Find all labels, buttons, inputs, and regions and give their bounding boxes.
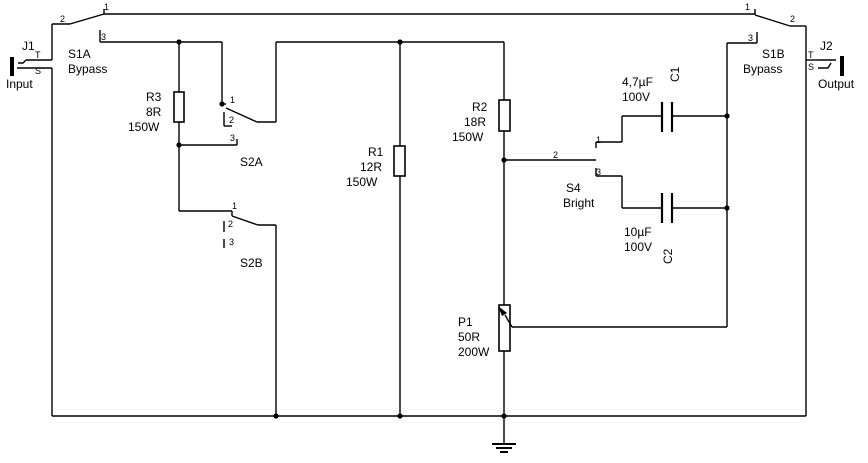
r1-value: 12R bbox=[360, 160, 382, 174]
s1b-pin-3: 3 bbox=[748, 33, 753, 43]
resistor-r2: R2 18R 150W bbox=[452, 42, 511, 305]
s2b-ref: S2B bbox=[240, 256, 263, 270]
r2-value: 18R bbox=[464, 115, 486, 129]
r1-ref: R1 bbox=[368, 145, 384, 159]
junction-r3-top bbox=[176, 39, 182, 45]
r3-power: 150W bbox=[128, 120, 160, 134]
s2a-ref: S2A bbox=[240, 155, 263, 169]
s1a-pin-2: 2 bbox=[60, 14, 65, 24]
input-jack: J1 T S Input bbox=[6, 24, 53, 91]
output-jack-label: Output bbox=[818, 77, 855, 91]
output-jack-ref: J2 bbox=[820, 39, 833, 53]
s1b-ref: S1B bbox=[762, 47, 785, 61]
s1a-pin-3: 3 bbox=[101, 32, 106, 42]
c1-ref: C1 bbox=[668, 66, 682, 82]
c2-ref: C2 bbox=[661, 248, 675, 264]
junction-ground-r1 bbox=[397, 413, 403, 419]
input-jack-sleeve: S bbox=[35, 66, 41, 76]
p1-power: 200W bbox=[458, 345, 490, 359]
s2a-pin-2: 2 bbox=[229, 115, 234, 125]
switch-s4: 2 1 3 S4 Bright bbox=[504, 115, 662, 210]
c1-voltage: 100V bbox=[622, 90, 650, 104]
junction-ground-s2b bbox=[273, 413, 279, 419]
input-jack-label: Input bbox=[6, 77, 33, 91]
s4-name: Bright bbox=[563, 196, 595, 210]
ground-symbol bbox=[492, 416, 516, 453]
s2b-pin-3: 3 bbox=[229, 237, 234, 247]
s1a-name: Bypass bbox=[68, 62, 107, 76]
input-jack-ref: J1 bbox=[22, 39, 35, 53]
capacitor-c1: 4,7µF 100V C1 bbox=[622, 66, 727, 132]
r2-power: 150W bbox=[452, 130, 484, 144]
output-jack-sleeve: S bbox=[808, 62, 814, 72]
r1-power: 150W bbox=[346, 175, 378, 189]
s4-pin-2: 2 bbox=[553, 150, 558, 160]
r3-value: 8R bbox=[146, 105, 162, 119]
c2-value: 10µF bbox=[624, 225, 652, 239]
p1-ref: P1 bbox=[458, 315, 473, 329]
s1a-pin-1: 1 bbox=[104, 2, 109, 12]
s1a-ref: S1A bbox=[68, 47, 91, 61]
r3-ref: R3 bbox=[146, 90, 162, 104]
s1b-pin-2: 2 bbox=[790, 14, 795, 24]
wire-s1a-to-r3 bbox=[100, 41, 223, 104]
potentiometer-p1: P1 50R 200W bbox=[458, 304, 513, 416]
resistor-r1: R1 12R 150W bbox=[346, 42, 406, 416]
capacitor-c2: 10µF 100V C2 bbox=[624, 193, 727, 264]
input-jack-tip: T bbox=[35, 50, 41, 60]
s4-ref: S4 bbox=[566, 181, 581, 195]
wire-s1b-to-wiper bbox=[512, 42, 757, 328]
s1b-pin-1: 1 bbox=[745, 2, 750, 12]
p1-value: 50R bbox=[458, 330, 480, 344]
switch-s2b: 1 2 3 S2B bbox=[179, 201, 277, 416]
s1b-name: Bypass bbox=[743, 62, 782, 76]
c2-voltage: 100V bbox=[624, 240, 652, 254]
s4-pin-1: 1 bbox=[596, 135, 601, 145]
switch-s2a: 1 2 3 S2A bbox=[179, 41, 400, 169]
r2-ref: R2 bbox=[472, 100, 488, 114]
switch-s1a: 2 1 3 S1A Bypass bbox=[52, 2, 109, 76]
ground-bus bbox=[51, 60, 807, 417]
s2b-pin-2: 2 bbox=[228, 219, 233, 229]
c1-value: 4,7µF bbox=[622, 75, 653, 89]
resistor-r3: R3 8R 150W bbox=[128, 90, 185, 211]
s2b-pin-1: 1 bbox=[232, 201, 237, 211]
output-jack: J2 T S Output bbox=[805, 26, 855, 91]
s4-pin-3: 3 bbox=[596, 167, 601, 177]
s2a-pin-3: 3 bbox=[230, 133, 235, 143]
switch-s1b: 2 1 3 S1B Bypass bbox=[743, 2, 806, 76]
s2a-pin-1: 1 bbox=[230, 95, 235, 105]
output-jack-tip: T bbox=[808, 50, 814, 60]
